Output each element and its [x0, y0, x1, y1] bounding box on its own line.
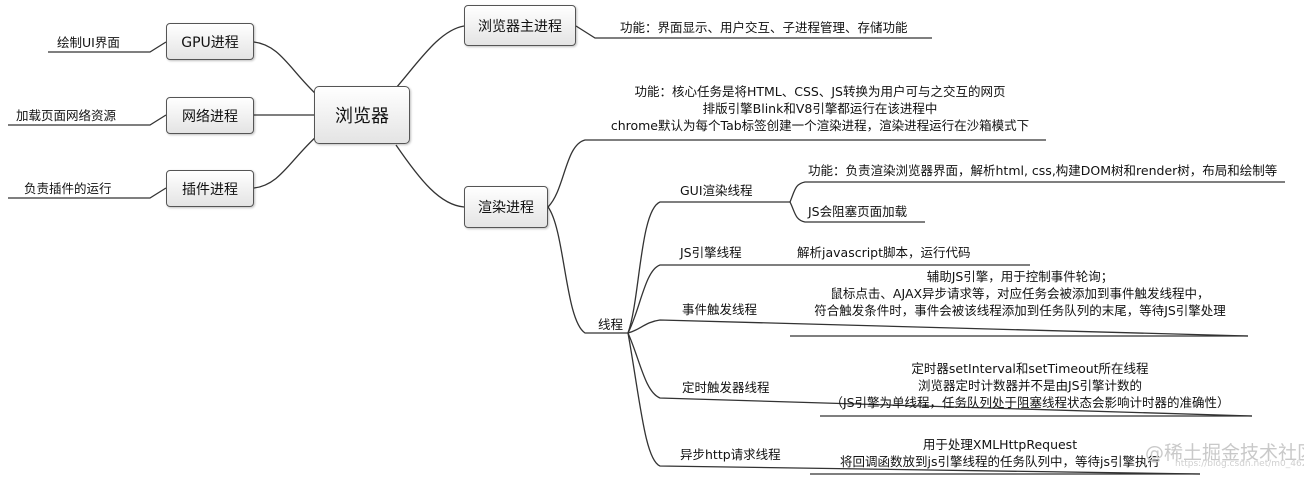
gui-thread-label: GUI渲染线程 [680, 183, 753, 198]
underline-plugin-desc [8, 187, 167, 199]
underline-network-desc [8, 114, 167, 126]
link-threads-gui [627, 201, 790, 334]
threads-label: 线程 [598, 317, 624, 332]
watermark: @稀土掘金技术社区 [1145, 442, 1304, 464]
underline-browser-main-desc [575, 25, 932, 39]
plugin-desc: 负责插件的运行 [24, 181, 112, 196]
event-thread-desc: 辅助JS引擎，用于控制事件轮询； 鼠标点击、AJAX异步请求等，对应任务会被添加… [790, 268, 1250, 319]
network-desc: 加载页面网络资源 [16, 108, 117, 123]
node-gpu-process: GPU进程 [166, 23, 254, 60]
js-thread-label: JS引擎线程 [680, 245, 742, 260]
link-renderer-desc [547, 139, 1046, 208]
link-root-renderer [395, 144, 465, 208]
link-root-plugin [253, 134, 319, 189]
timer-desc-line-3: （JS引擎为单线程，任务队列处于阻塞线程状态会影响计时器的准确性） [830, 395, 1230, 410]
watermark-url: https://blog.csdn.net/m0_46213912 [1175, 459, 1304, 469]
event-desc-line-1: 辅助JS引擎，用于控制事件轮询； [926, 269, 1114, 284]
link-renderer-threads [547, 206, 628, 334]
renderer-desc-line-3: chrome默认为每个Tab标签创建一个渲染进程，渲染进程运行在沙箱模式下 [610, 118, 1030, 133]
node-network-process: 网络进程 [166, 97, 254, 134]
link-gui-desc2 [789, 201, 925, 223]
gui-thread-desc-1: 功能：负责渲染浏览器界面，解析html, css,构建DOM树和render树，… [808, 163, 1278, 178]
gpu-desc: 绘制UI界面 [57, 35, 120, 50]
underline-gpu-desc [48, 41, 167, 53]
http-thread-desc: 用于处理XMLHttpRequest 将回调函数放到js引擎线程的任务队列中，等… [810, 436, 1190, 470]
event-thread-label: 事件触发线程 [682, 302, 758, 317]
renderer-desc-line-2: 排版引擎Blink和V8引擎都运行在该进程中 [702, 101, 938, 116]
link-gui-desc1 [789, 181, 1285, 203]
renderer-desc: 功能：核心任务是将HTML、CSS、JS转换为用户可与之交互的网页 排版引擎Bl… [595, 83, 1045, 134]
node-plugin-process: 插件进程 [166, 170, 254, 207]
timer-thread-desc: 定时器setInterval和setTimeout所在线程 浏览器定时计数器并不… [820, 360, 1240, 411]
browser-main-desc: 功能：界面显示、用户交互、子进程管理、存储功能 [620, 20, 908, 35]
gui-thread-desc-2: JS会阻塞页面加载 [808, 204, 908, 219]
node-renderer-process: 渲染进程 [464, 186, 548, 228]
event-desc-line-2: 鼠标点击、AJAX异步请求等，对应任务会被添加到事件触发线程中， [830, 286, 1210, 301]
link-threads-http [627, 332, 1201, 475]
root-node-browser: 浏览器 [314, 86, 410, 144]
link-threads-timer [627, 332, 1253, 417]
http-desc-line-1: 用于处理XMLHttpRequest [922, 437, 1078, 452]
js-thread-desc: 解析javascript脚本，运行代码 [797, 245, 971, 260]
renderer-desc-line-1: 功能：核心任务是将HTML、CSS、JS转换为用户可与之交互的网页 [634, 84, 1006, 99]
timer-thread-label: 定时触发器线程 [682, 380, 770, 395]
link-root-gpu [253, 41, 319, 97]
link-threads-js [627, 264, 1030, 334]
http-thread-label: 异步http请求线程 [680, 447, 781, 462]
link-threads-event [627, 319, 1249, 337]
event-desc-line-3: 符合触发条件时，事件会被该线程添加到任务队列的末尾，等待JS引擎处理 [814, 303, 1226, 318]
timer-desc-line-1: 定时器setInterval和setTimeout所在线程 [911, 361, 1149, 376]
node-browser-main-process: 浏览器主进程 [464, 5, 576, 46]
link-root-browser-main [395, 25, 465, 89]
http-desc-line-2: 将回调函数放到js引擎线程的任务队列中，等待js引擎执行 [840, 454, 1160, 469]
timer-desc-line-2: 浏览器定时计数器并不是由JS引擎计数的 [917, 378, 1143, 393]
